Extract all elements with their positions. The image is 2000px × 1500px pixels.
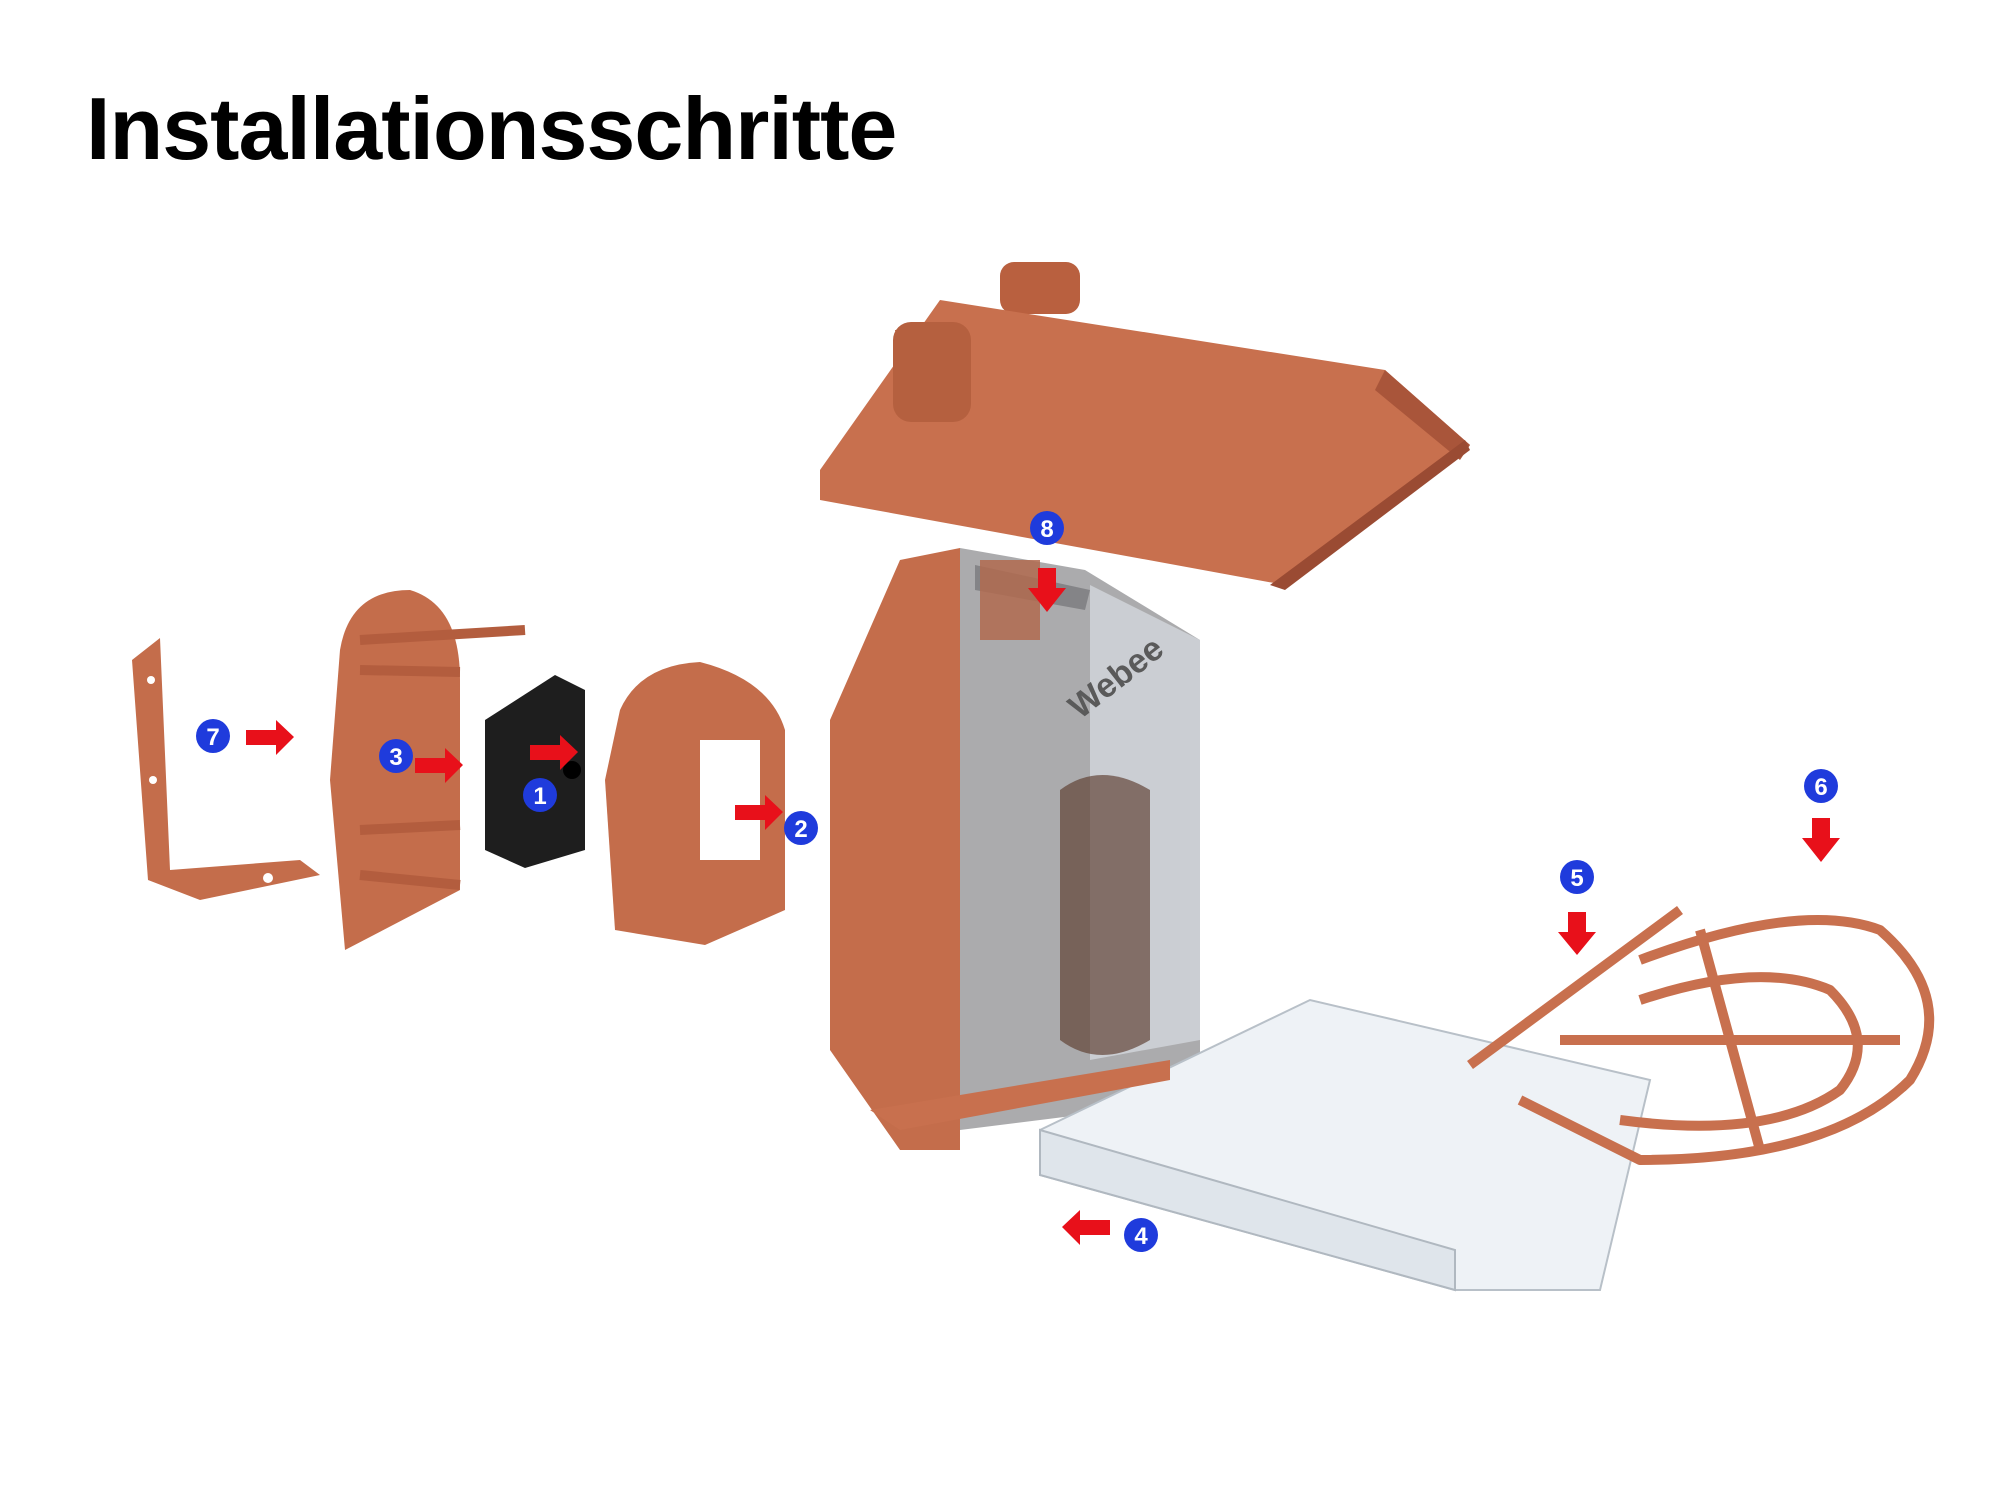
step-badge-8: 8 [1030, 511, 1064, 545]
step-badge-2: 2 [784, 811, 818, 845]
house-entry-opening [1060, 775, 1150, 1055]
rod-top [359, 625, 526, 645]
perch-inner-ring [1619, 972, 1863, 1131]
rod-lower [359, 820, 461, 835]
tray-connector-plate [870, 1060, 1170, 1130]
rod-bottom [359, 870, 461, 890]
perch-spoke [1695, 928, 1765, 1152]
svg-text:5: 5 [1570, 865, 1583, 892]
house-body: Webee [830, 548, 1200, 1150]
house-side-wall [830, 548, 960, 1150]
svg-text:8: 8 [1040, 516, 1053, 543]
arrow-3 [415, 748, 463, 783]
svg-text:6: 6 [1814, 774, 1827, 801]
step-arrows [246, 568, 1840, 1245]
frame-opening [700, 740, 760, 860]
step-badge-1: 1 [523, 778, 557, 812]
step-badge-7: 7 [196, 719, 230, 753]
step-badge-6: 6 [1804, 769, 1838, 803]
perch-ring-part [1467, 905, 1935, 1165]
step-badge-5: 5 [1560, 860, 1594, 894]
black-block-part [485, 675, 585, 868]
roof-part [820, 262, 1470, 590]
roof-chimney-front [893, 322, 971, 422]
roof-left-panel [820, 300, 1470, 585]
wall-bracket-part [132, 638, 320, 900]
svg-text:7: 7 [206, 724, 219, 751]
perch-outer-ring [1517, 915, 1935, 1165]
arrow-8 [1028, 568, 1066, 612]
roof-ridge-shadow [1375, 370, 1470, 460]
arrow-7 [246, 720, 294, 755]
clear-tray-part [870, 998, 1652, 1292]
svg-text:1: 1 [533, 783, 546, 810]
arrow-2 [735, 795, 783, 830]
square-frame-part [605, 662, 785, 945]
arrow-4 [1062, 1210, 1110, 1245]
frame-body [605, 662, 785, 945]
svg-text:2: 2 [794, 816, 807, 843]
perch-bar [1467, 905, 1683, 1070]
roof-edge [1270, 440, 1470, 590]
svg-text:3: 3 [389, 744, 402, 771]
page-title: Installationsschritte [86, 79, 897, 178]
arrow-1 [530, 735, 578, 770]
step-badge-4: 4 [1124, 1218, 1158, 1252]
arrow-5 [1558, 912, 1596, 955]
arrow-6 [1802, 818, 1840, 862]
house-vent-grille [980, 560, 1040, 640]
bracket-body [132, 638, 320, 900]
tray-front-edge [1039, 1128, 1456, 1292]
svg-text:4: 4 [1134, 1223, 1148, 1250]
step-badge-3: 3 [379, 739, 413, 773]
roof-chimney-back [1000, 262, 1080, 314]
rod-upper [359, 665, 461, 677]
block-body [485, 675, 585, 868]
